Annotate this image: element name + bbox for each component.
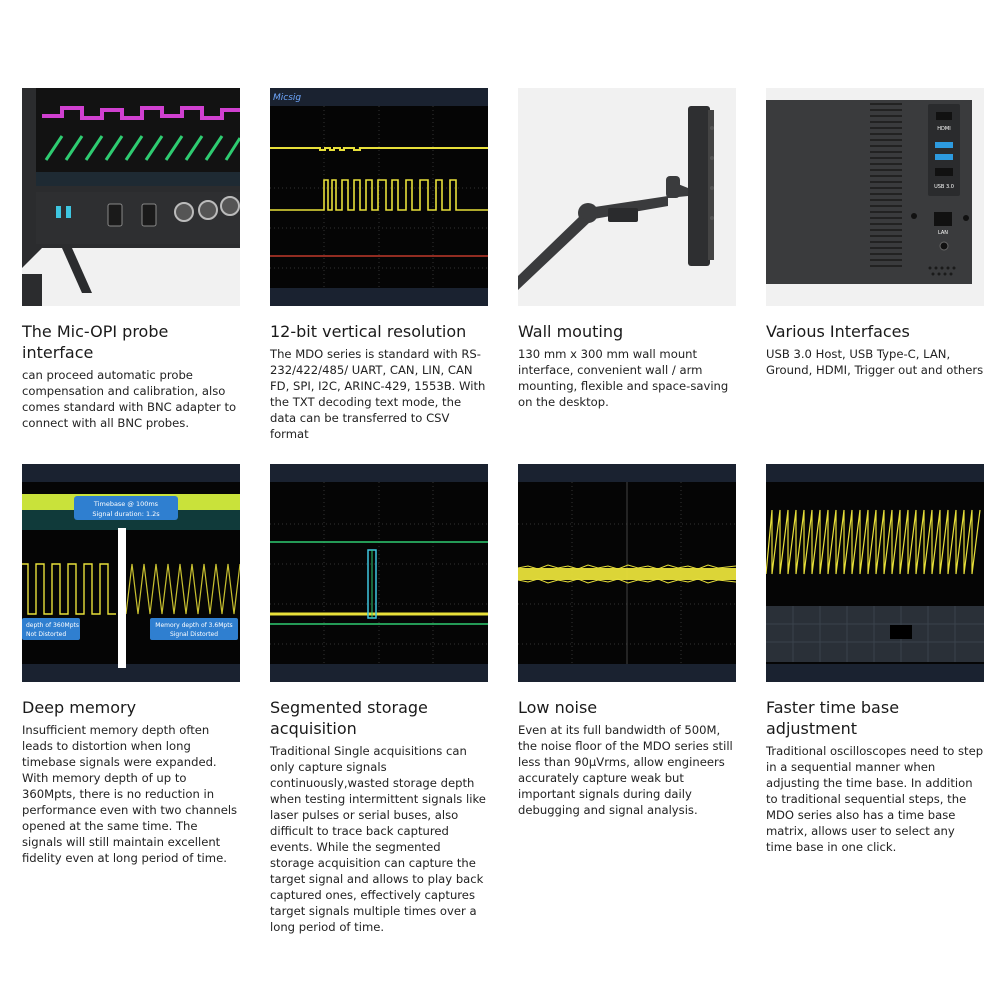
left-note-line2: Not Distorted: [26, 631, 66, 638]
feature-title: Faster time base adjustment: [766, 698, 900, 738]
hdmi-label: HDMI: [937, 126, 950, 132]
right-note-line2: Signal Distorted: [170, 631, 218, 638]
segmented-storage-screenshot: [270, 464, 488, 682]
deep-memory-screenshot: Timebase @ 100ms Signal duration: 1.2s d…: [22, 464, 240, 682]
micsig-logo: Micsig: [273, 93, 301, 103]
decoding-screenshot: Micsig: [270, 88, 488, 306]
feature-card-time-base: Faster time base adjustment Traditional …: [766, 464, 984, 855]
feature-title: Deep memory: [22, 698, 137, 717]
usb-label: USB 3.0: [934, 184, 954, 190]
feature-description: 130 mm x 300 mm wall mount interface, co…: [518, 347, 729, 409]
feature-description: Traditional Single acquisitions can only…: [270, 744, 486, 934]
feature-description: Traditional oscilloscopes need to step i…: [766, 744, 984, 854]
feature-title: The Mic-OPI probe interface: [22, 322, 169, 362]
signal-duration-banner: Signal duration: 1.2s: [92, 510, 160, 518]
feature-title: Wall mouting: [518, 322, 624, 341]
feature-card-segmented-storage: Segmented storage acquisition Traditiona…: [270, 464, 488, 935]
left-note-line1: depth of 360Mpts: [26, 622, 79, 629]
probe-interface-photo: [22, 88, 240, 306]
feature-title: Various Interfaces: [766, 322, 910, 341]
feature-card-wall-mounting: Wall mouting 130 mm x 300 mm wall mount …: [518, 88, 736, 410]
lan-label: LAN: [938, 230, 948, 236]
feature-description: The MDO series is standard with RS-232/4…: [270, 347, 486, 441]
feature-card-deep-memory: Timebase @ 100ms Signal duration: 1.2s d…: [22, 464, 240, 866]
feature-card-low-noise: Low noise Even at its full bandwidth of …: [518, 464, 736, 818]
feature-description: can proceed automatic probe compensation…: [22, 368, 237, 430]
feature-card-probe-interface: The Mic-OPI probe interface can proceed …: [22, 88, 240, 431]
feature-card-various-interfaces: HDMI USB 3.0 LAN Various Interfaces USB …: [766, 88, 984, 378]
timebase-banner: Timebase @ 100ms: [93, 500, 159, 508]
feature-description: USB 3.0 Host, USB Type-C, LAN, Ground, H…: [766, 347, 984, 377]
feature-title: Low noise: [518, 698, 598, 717]
interfaces-photo: HDMI USB 3.0 LAN: [766, 88, 984, 306]
feature-title: Segmented storage acquisition: [270, 698, 428, 738]
feature-title: 12-bit vertical resolution: [270, 322, 467, 341]
time-base-screenshot: [766, 464, 984, 682]
low-noise-screenshot: [518, 464, 736, 682]
feature-card-vertical-resolution: Micsig 12-bit vertical resolution The MD…: [270, 88, 488, 442]
feature-description: Insufficient memory depth often leads to…: [22, 723, 238, 865]
wall-mount-photo: [518, 88, 736, 306]
right-note-line1: Memory depth of 3.6Mpts: [155, 622, 232, 629]
feature-description: Even at its full bandwidth of 500M, the …: [518, 723, 733, 817]
